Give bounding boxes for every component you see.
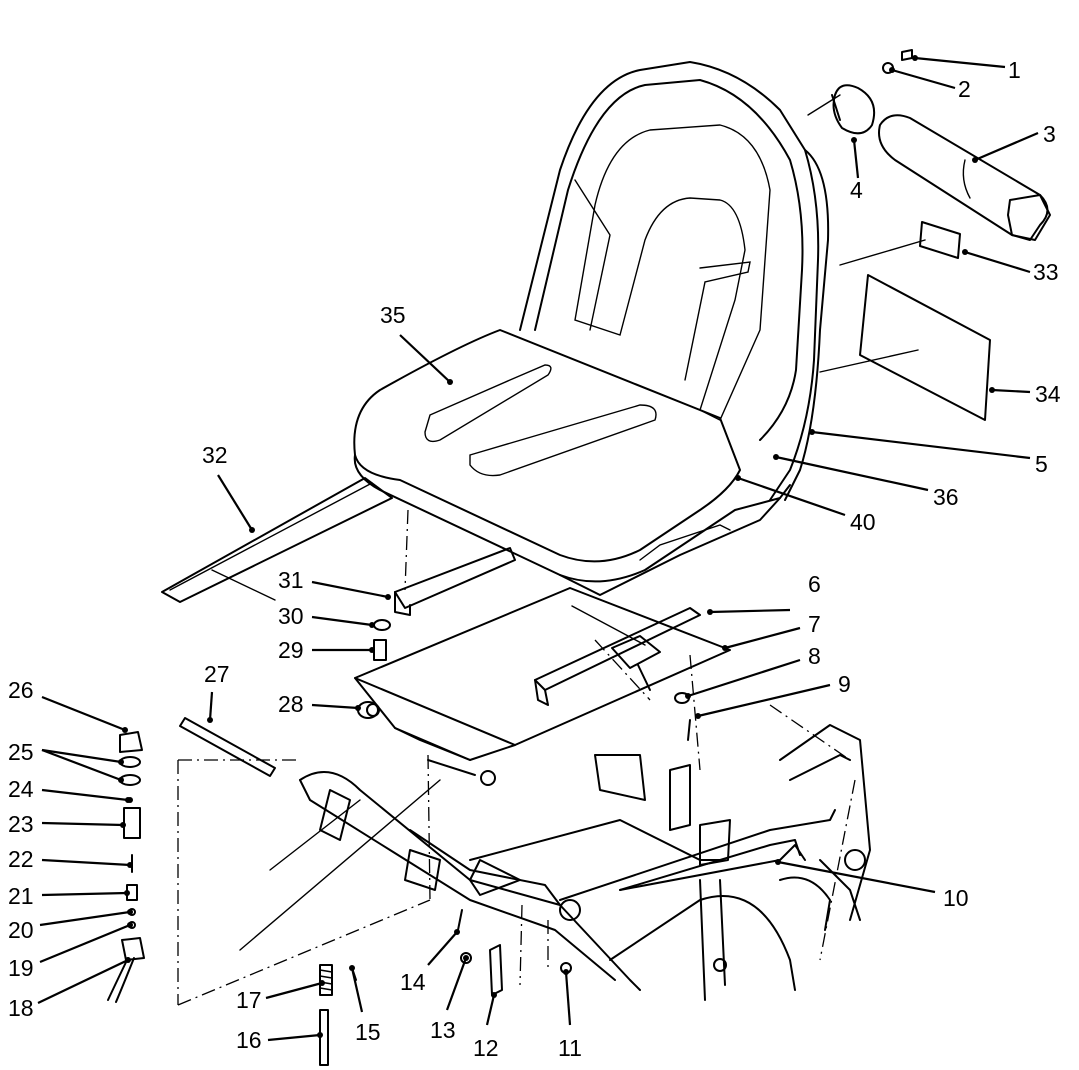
callout-21: 21	[8, 883, 34, 909]
slide-rail-6	[534, 605, 701, 706]
callout-19: 19	[8, 955, 34, 981]
callout-40: 40	[850, 509, 876, 535]
seat	[353, 61, 830, 596]
callout-2: 2	[958, 76, 971, 102]
callout-23: 23	[8, 811, 34, 837]
callout-18: 18	[8, 995, 34, 1021]
callout-10: 10	[943, 885, 969, 911]
center-lines	[177, 639, 856, 1006]
callout-7: 7	[808, 611, 821, 637]
callout-5: 5	[1035, 451, 1048, 477]
rail-32	[161, 477, 393, 603]
callout-33: 33	[1033, 259, 1059, 285]
callout-1: 1	[1008, 57, 1021, 83]
slide-rail-31	[394, 509, 516, 616]
leader-lines	[37, 55, 1039, 1042]
callout-numbers: 1 2 3 4 5 6 7 8 9 10 11 12 13 14 15 16 1…	[8, 57, 1061, 1061]
callout-12: 12	[473, 1035, 499, 1061]
callout-30: 30	[278, 603, 304, 629]
callout-17: 17	[236, 987, 262, 1013]
callout-20: 20	[8, 917, 34, 943]
callout-35: 35	[380, 302, 406, 328]
callout-26: 26	[8, 677, 34, 703]
tube-and-clamp	[807, 49, 1051, 241]
callout-11: 11	[558, 1035, 582, 1061]
callout-8: 8	[808, 643, 821, 669]
callout-24: 24	[8, 776, 34, 802]
callout-22: 22	[8, 846, 34, 872]
callout-15: 15	[355, 1019, 381, 1045]
callout-36: 36	[933, 484, 959, 510]
callout-13: 13	[430, 1017, 456, 1043]
callout-25: 25	[8, 739, 34, 765]
callout-29: 29	[278, 637, 304, 663]
callout-32: 32	[202, 442, 228, 468]
callout-9: 9	[838, 671, 851, 697]
knob-26	[119, 731, 143, 753]
label-large-34	[859, 274, 991, 421]
callout-16: 16	[236, 1027, 262, 1053]
callout-31: 31	[278, 567, 304, 593]
callout-6: 6	[808, 571, 821, 597]
decals	[819, 221, 991, 421]
callout-28: 28	[278, 691, 304, 717]
frame	[239, 724, 871, 1001]
callout-14: 14	[400, 969, 426, 995]
callout-27: 27	[204, 661, 230, 687]
small-parts	[107, 619, 801, 1066]
label-small-33	[919, 221, 961, 259]
callout-34: 34	[1035, 381, 1061, 407]
callout-3: 3	[1043, 121, 1056, 147]
callout-4: 4	[850, 177, 863, 203]
